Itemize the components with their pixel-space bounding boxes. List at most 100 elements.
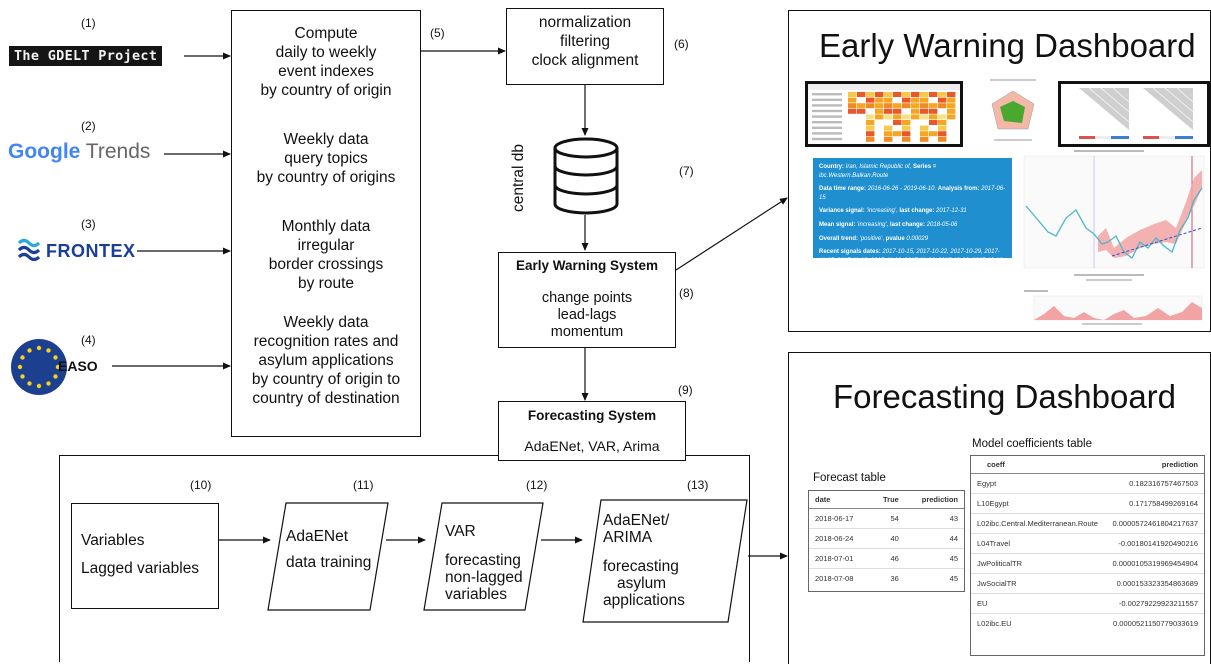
coef-col-prediction[interactable]: prediction — [1105, 456, 1204, 474]
heatmap-cell — [857, 120, 866, 125]
table-cell: 44 — [904, 528, 964, 549]
heatmap-cell — [947, 97, 956, 103]
heatmap-cell — [884, 108, 893, 114]
heatmap-cell — [893, 131, 902, 137]
heatmap-cell — [848, 103, 857, 109]
heatmap-cell — [911, 120, 920, 125]
heatmap-cell — [893, 103, 902, 109]
heatmap-row-label — [812, 115, 842, 118]
arima-forecasting-shape — [582, 499, 748, 623]
step-number-10: (10) — [190, 478, 212, 492]
heatmap-cell — [902, 136, 911, 142]
heatmap-cell — [947, 136, 956, 142]
heatmap-cell — [929, 92, 938, 97]
heatmap-cell — [938, 120, 947, 125]
heatmap-cell — [884, 120, 893, 125]
frontex-logo: FRONTEX — [46, 241, 136, 261]
coef-col-coeff[interactable]: coeff — [971, 456, 1106, 474]
heatmap-cell — [911, 103, 920, 109]
table-cell: 2018-06-17 — [809, 508, 871, 529]
heatmap-cell — [938, 103, 947, 109]
heatmap-thumbnail — [805, 81, 963, 147]
heatmap-cell — [875, 108, 884, 114]
heatmap-cell — [938, 114, 947, 120]
heatmap-cell — [947, 125, 956, 131]
heatmap-cell — [911, 131, 920, 137]
table-cell: EU — [971, 593, 1106, 614]
heatmap-cell — [947, 108, 956, 114]
table-cell: 40 — [870, 528, 905, 549]
heatmap-cell — [848, 108, 857, 114]
forecast-col-prediction[interactable]: prediction — [904, 491, 964, 509]
step-number-8: (8) — [679, 286, 694, 300]
table-cell: 0.000153323354863689 — [1105, 573, 1204, 594]
heatmap-cell — [848, 125, 857, 131]
pipeline-shapes — [267, 499, 748, 623]
heatmap-cell — [920, 108, 929, 114]
forecast-col-date[interactable]: date — [809, 491, 871, 509]
heatmap-cell — [938, 131, 947, 137]
heatmap-cell — [929, 131, 938, 137]
heatmap-cell — [848, 136, 857, 142]
table-cell: 43 — [904, 508, 964, 529]
heatmap-cell — [866, 131, 875, 137]
heatmap-cell — [920, 103, 929, 109]
heatmap-cell — [929, 97, 938, 103]
heatmap-cell — [857, 97, 866, 103]
table-row: 2018-06-17 54 43 — [809, 508, 964, 529]
heatmap-cell — [929, 108, 938, 114]
heatmap-row-label — [812, 121, 842, 124]
heatmap-cell — [938, 125, 947, 131]
heatmap-cell — [857, 125, 866, 131]
heatmap-cell — [929, 103, 938, 109]
heatmap-cell — [875, 125, 884, 131]
heatmap-cell — [947, 103, 956, 109]
heatmap-cell — [938, 97, 947, 103]
heatmap-row-label — [812, 98, 842, 101]
normalization-box — [506, 8, 664, 85]
heatmap-cell — [893, 114, 902, 120]
table-cell: 0.0000105319969454904 — [1105, 553, 1204, 574]
heatmap-cell — [947, 131, 956, 137]
table-cell: 45 — [904, 548, 964, 569]
forecast-col-true[interactable]: True — [870, 491, 905, 509]
table-cell: L02ibc.Central.Mediterranean.Route — [971, 513, 1106, 534]
heatmap-cell — [938, 92, 947, 97]
heatmap-cell — [911, 108, 920, 114]
heatmap-cell — [866, 108, 875, 114]
table-cell: 2018-07-08 — [809, 568, 871, 588]
heatmap-cell — [911, 125, 920, 131]
adaenet-training-shape — [267, 502, 389, 611]
heatmap-row-label — [812, 126, 842, 129]
step-number-13: (13) — [687, 478, 709, 492]
table-cell: 2018-06-24 — [809, 528, 871, 549]
heatmap-row-label — [812, 104, 842, 107]
heatmap-cell — [893, 108, 902, 114]
step-number-6: (6) — [674, 37, 689, 51]
table-row: L04Travel-0.00180141920490216 — [971, 533, 1204, 554]
heatmap-cell — [884, 103, 893, 109]
table-row: 2018-07-08 36 45 — [809, 568, 964, 588]
table-cell: 0.182316757467503 — [1105, 473, 1204, 494]
table-cell: 0.171758499269164 — [1105, 493, 1204, 514]
step-number-2: (2) — [81, 119, 96, 133]
step-number-1: (1) — [81, 16, 96, 30]
heatmap-cell — [920, 114, 929, 120]
table-cell: 0.0000521150779033619 — [1105, 613, 1204, 633]
table-row: 2018-07-01 46 45 — [809, 548, 964, 569]
heatmap-cell — [902, 97, 911, 103]
var-forecasting-shape — [423, 502, 544, 611]
heatmap-cell — [929, 120, 938, 125]
heatmap-cell — [875, 103, 884, 109]
forecasting-dashboard-title: Forecasting Dashboard — [833, 378, 1177, 415]
table-cell: JwPoliticalTR — [971, 553, 1106, 574]
heatmap-cell — [938, 136, 947, 142]
central-db-label: central db — [510, 143, 527, 213]
heatmap-cell — [893, 97, 902, 103]
heatmap-cell — [866, 125, 875, 131]
table-cell: L04Travel — [971, 533, 1106, 554]
